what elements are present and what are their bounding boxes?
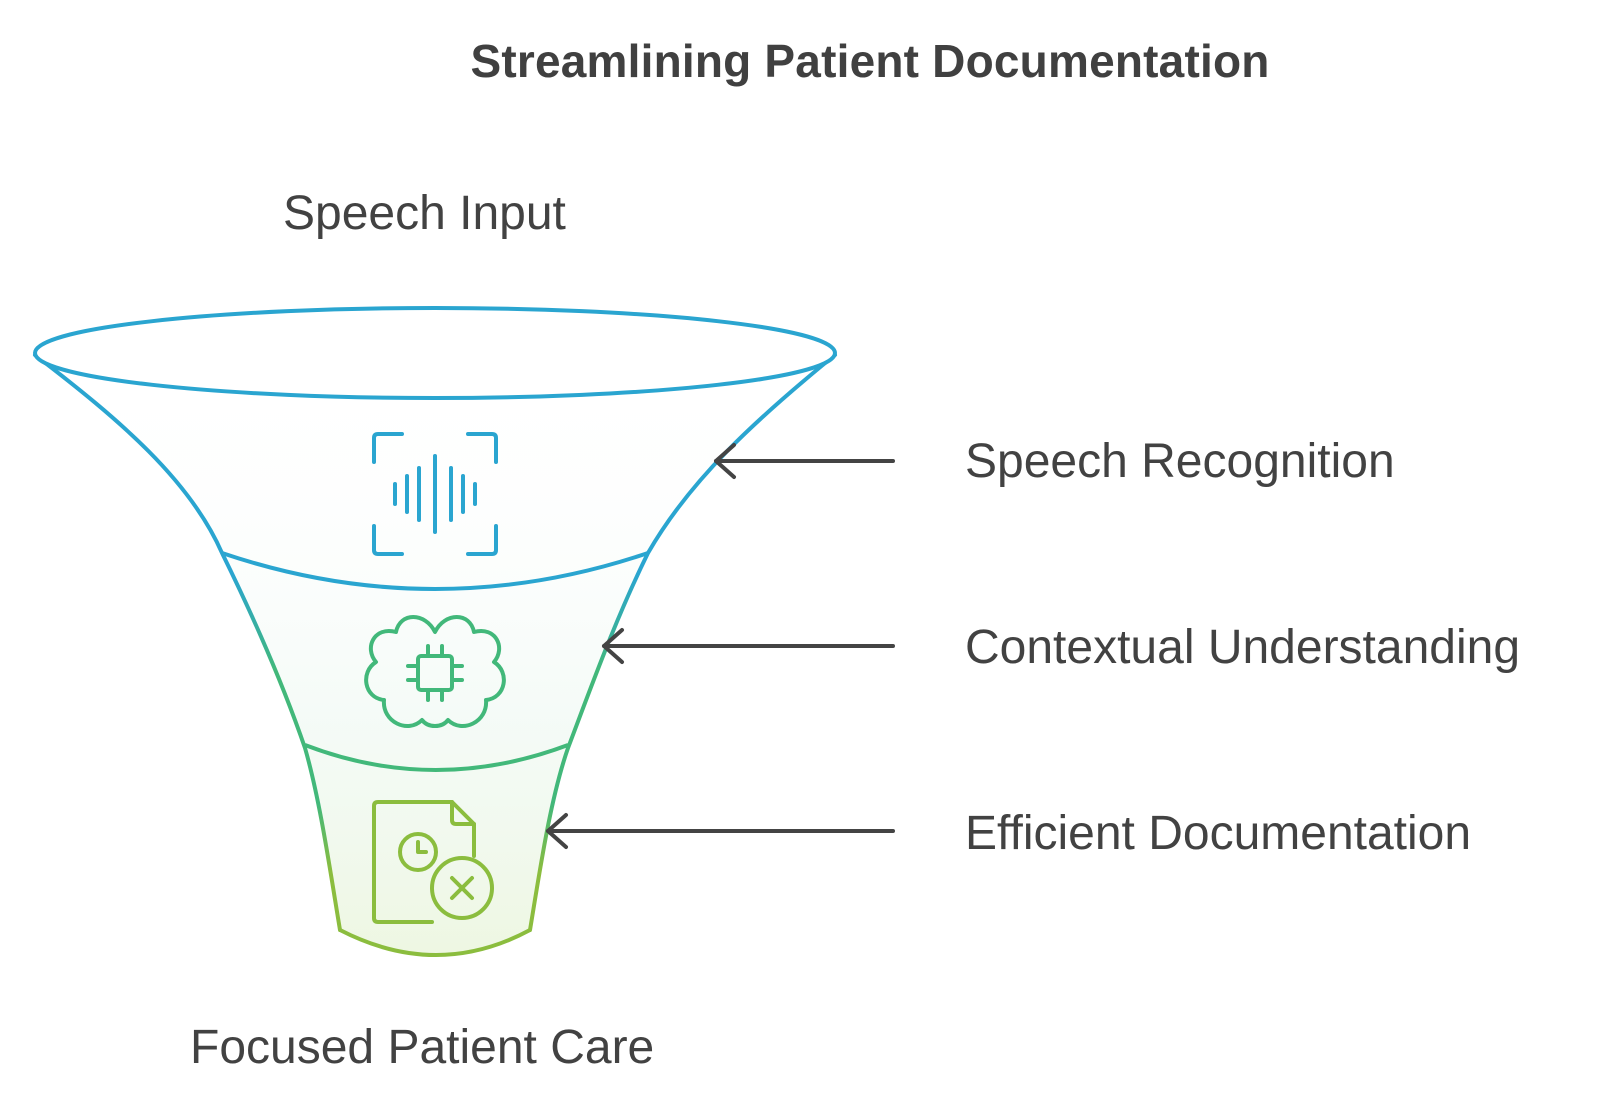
funnel-input-label: Speech Input bbox=[283, 187, 566, 240]
arrow-speech-recognition bbox=[714, 443, 895, 479]
brain-chip-icon bbox=[364, 615, 506, 728]
stage-label-speech-recognition: Speech Recognition bbox=[965, 435, 1395, 488]
document-clock-cancel-icon bbox=[372, 800, 494, 924]
waveform-scan-icon bbox=[372, 432, 498, 556]
funnel-bottom bbox=[339, 928, 531, 957]
funnel-output-label: Focused Patient Care bbox=[190, 1021, 655, 1074]
funnel-left-edge bbox=[33, 353, 342, 932]
stage-divider-2 bbox=[304, 743, 569, 772]
stage-label-efficient-documentation: Efficient Documentation bbox=[965, 807, 1472, 860]
funnel-top-rim bbox=[33, 306, 837, 400]
stage-divider-1 bbox=[221, 551, 649, 591]
funnel-right-edge bbox=[528, 353, 837, 932]
arrow-contextual-understanding bbox=[602, 628, 895, 664]
diagram-title: Streamlining Patient Documentation bbox=[470, 35, 1270, 87]
stage-label-contextual-understanding: Contextual Understanding bbox=[965, 621, 1521, 674]
arrow-efficient-documentation bbox=[546, 813, 895, 849]
